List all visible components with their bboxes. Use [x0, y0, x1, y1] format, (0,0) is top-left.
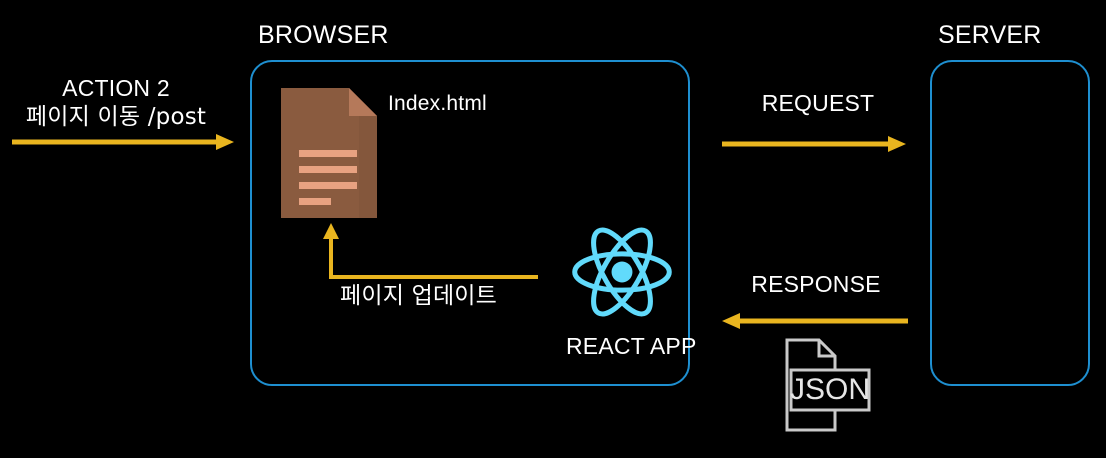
response-arrow-label: RESPONSE [751, 271, 881, 297]
server-title: SERVER [938, 21, 1042, 49]
page-update-arrow [323, 223, 538, 279]
react-app-label: REACT APP [566, 333, 697, 359]
page-update-label: 페이지 업데이트 [340, 283, 498, 309]
index-html-label: Index.html [388, 92, 487, 115]
action-arrow-label: ACTION 2 페이지 이동 /post [12, 74, 220, 133]
html-document-icon [281, 88, 377, 218]
browser-container [250, 60, 690, 386]
action-arrow-label-line2: 페이지 이동 /post [25, 104, 207, 131]
react-atom-logo [572, 227, 672, 317]
browser-title: BROWSER [258, 21, 389, 49]
json-label: JSON [790, 373, 870, 406]
server-container [930, 60, 1090, 386]
action-arrow-label-line1: ACTION 2 [62, 75, 170, 101]
request-arrow [722, 136, 906, 152]
request-arrow-label: REQUEST [761, 90, 875, 116]
action-arrow [12, 134, 234, 150]
response-arrow [722, 313, 908, 329]
json-file-icon: JSON [785, 338, 871, 432]
